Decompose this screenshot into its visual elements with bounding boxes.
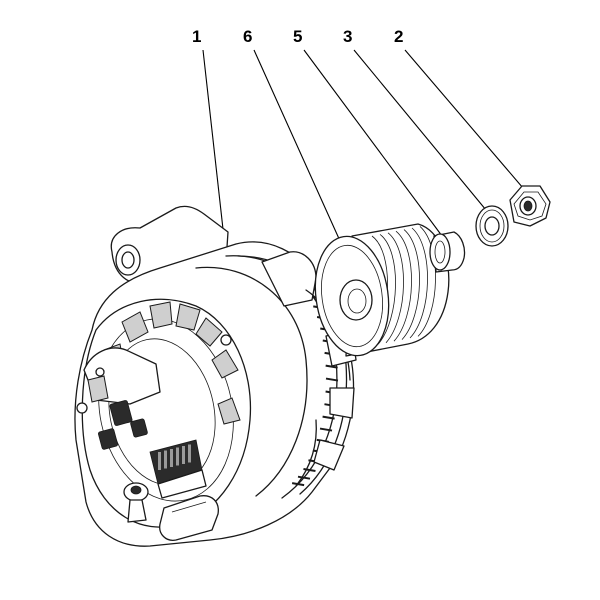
pulley-groove — [377, 234, 396, 345]
stator-slot — [319, 427, 333, 432]
rectifier-plate — [83, 347, 161, 450]
leader-lines — [202, 49, 524, 257]
housing-bolts — [76, 334, 232, 414]
pulley-groove — [409, 227, 428, 339]
leader-line-3 — [353, 49, 487, 211]
leader-line-5 — [303, 49, 446, 241]
leader-line-1 — [202, 49, 227, 257]
pulley — [314, 223, 450, 357]
leader-line-6 — [253, 49, 346, 253]
nut — [509, 185, 551, 227]
stator-slot — [325, 377, 339, 382]
callout-number-2: 2 — [394, 27, 403, 46]
pulley-groove — [417, 226, 436, 337]
pulley-groove — [401, 229, 420, 340]
callout-number-5: 5 — [293, 27, 302, 46]
leader-line-2 — [404, 49, 524, 189]
pulley-grooves — [369, 226, 436, 347]
connector-pin — [170, 449, 173, 467]
regulator-connector — [149, 439, 207, 499]
callout-number-3: 3 — [343, 27, 352, 46]
stator-slot — [297, 475, 311, 480]
callout-number-6: 6 — [243, 27, 252, 46]
connector-pin — [188, 444, 191, 463]
connector-pin — [176, 447, 179, 466]
stator-slot — [303, 468, 316, 473]
washer — [475, 205, 509, 247]
spacer-sleeve — [429, 231, 466, 273]
callout-labels: 1 6 5 3 2 — [192, 27, 403, 46]
pulley-groove — [393, 230, 412, 342]
b-plus-terminal — [123, 482, 149, 523]
connector-pin — [164, 450, 167, 469]
pulley-groove — [385, 232, 404, 344]
stator-slot — [322, 415, 335, 420]
front-mount-boss — [261, 251, 317, 307]
connector-pin — [182, 446, 185, 464]
plug-housing — [159, 495, 219, 541]
callout-number-1: 1 — [192, 27, 201, 46]
connector-pin — [158, 452, 161, 470]
alternator — [74, 205, 357, 547]
stator-slot — [325, 364, 338, 369]
